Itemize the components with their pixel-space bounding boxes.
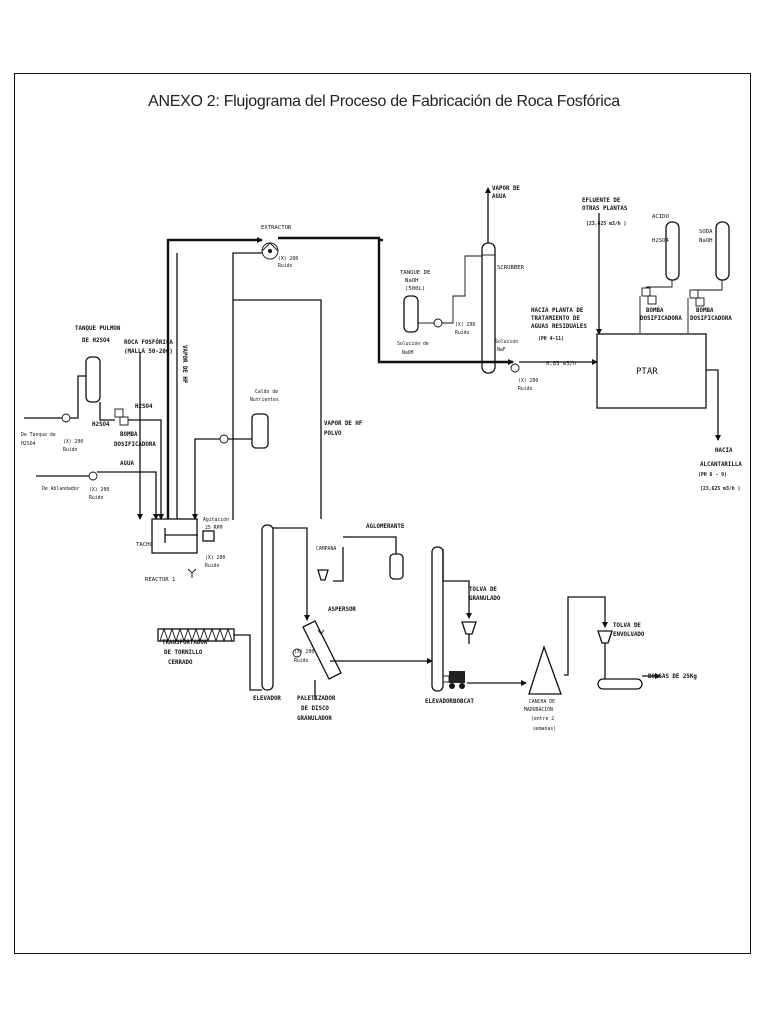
label-campana: CAMPANA — [316, 546, 336, 552]
tolva-envolvado — [597, 630, 613, 653]
label-elevador-1: ELEVADOR — [253, 696, 281, 702]
label-h2so4-b: H2SO4 — [92, 422, 110, 428]
tanque-acido — [665, 221, 680, 281]
label-elevador-2: ELEVADOR — [425, 699, 453, 705]
dosing-pump-icon — [114, 287, 705, 426]
label-agua: AGUA — [120, 461, 134, 467]
label-de-ablandador: De Ablandador — [42, 486, 80, 492]
label-vapor-hf: VAPOR DE HF — [181, 345, 187, 384]
tolva-granulado — [461, 621, 477, 644]
pump-icon — [61, 318, 520, 658]
ptar-box — [596, 333, 707, 409]
bolsas-pipe — [597, 678, 643, 690]
scrubber-column — [481, 242, 496, 374]
label-extractor: EXTRACTOR — [261, 225, 292, 231]
elevador-2 — [431, 546, 444, 692]
paletizador-disco — [302, 620, 342, 700]
label-bolsas: BOLSAS DE 25Kg — [648, 674, 697, 680]
label-scrubber: SCRUBBER — [497, 265, 525, 271]
label-caudal-ptar: 0,83 m3/h — [546, 361, 576, 367]
tanque-naoh — [403, 295, 419, 333]
label-reactor: REACTOR 1 — [145, 577, 175, 583]
page-title: ANEXO 2: Flujograma del Proceso de Fabri… — [148, 93, 620, 110]
label-aspersor: ASPERSOR — [328, 607, 356, 613]
tanque-soda — [715, 221, 730, 281]
reactor-vessel — [151, 518, 215, 578]
label-ptar: PTAR — [636, 367, 658, 377]
diagram-frame — [14, 73, 751, 954]
bobcat-icon — [442, 671, 465, 689]
label-tacho: TACHO — [136, 542, 153, 548]
label-roca-fosforica: ROCA FOSFÓRICA(MALLA 50-200) — [124, 339, 173, 355]
extractor-fan-icon — [261, 242, 279, 260]
label-bobcat: BOBCAT — [453, 699, 474, 705]
tanque-aglomerante — [389, 553, 404, 580]
label-aglomerante: AGLOMERANTE — [366, 524, 405, 530]
tanque-caldo — [251, 413, 269, 449]
label-h2so4-a: H2SO4 — [135, 404, 153, 410]
campana-icon — [317, 569, 329, 581]
tanque-pulmon — [85, 356, 101, 403]
cancha-maduracion — [528, 644, 562, 695]
flow-lines — [24, 187, 723, 691]
elevador-1 — [261, 524, 274, 691]
